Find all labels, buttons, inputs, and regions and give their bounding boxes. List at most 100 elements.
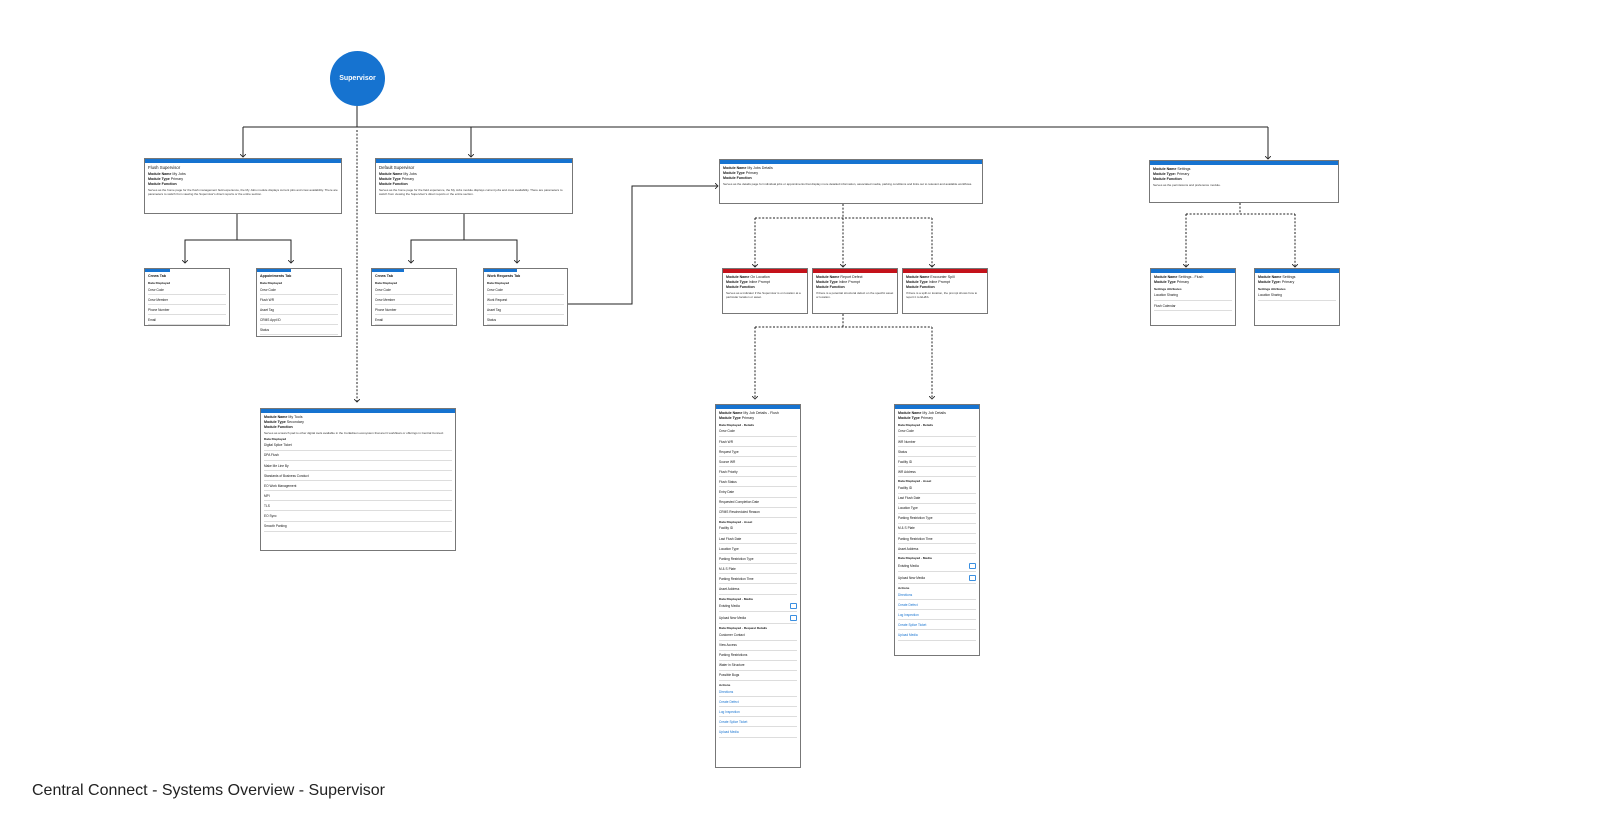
default-job-details-card[interactable]: Module Name My Job Details Module Type P… xyxy=(894,404,980,656)
settings-flush-card[interactable]: Module Name Settings - Flush Module Type… xyxy=(1150,268,1236,326)
card-header-bar xyxy=(372,269,404,272)
tab-title: Crews Tab xyxy=(375,274,393,278)
field-label: Module Function xyxy=(148,181,177,186)
list-item: Status xyxy=(487,315,564,325)
field-label: Module Name xyxy=(379,172,403,177)
module-name: Settings xyxy=(1177,167,1191,171)
card-header-bar xyxy=(376,159,572,163)
card-header-bar xyxy=(1255,269,1339,273)
action-link[interactable]: Create Defect xyxy=(719,697,797,708)
section-label: Data Displayed xyxy=(148,280,171,285)
list-item: Email xyxy=(148,315,226,325)
list-item: Location Type xyxy=(898,504,976,514)
list-item: Crew Code xyxy=(719,427,797,437)
module-type: Primary xyxy=(1176,171,1190,176)
module-type: Inline Prompt xyxy=(928,279,950,284)
on-location-card[interactable]: Module Name On Location Module Type Inli… xyxy=(722,268,808,314)
flush-job-details-card[interactable]: Module Name My Job Details - Flush Modul… xyxy=(715,404,801,768)
field-label: Module Type xyxy=(719,415,741,420)
section-label: Settings Attributes xyxy=(1258,286,1286,291)
section-label: Settings Attributes xyxy=(1154,286,1182,291)
module-function: Serves as the home page for the flush ma… xyxy=(148,187,338,196)
action-link[interactable]: Directions xyxy=(719,687,797,698)
field-label: Module Name xyxy=(264,415,288,419)
field-label: Module Function xyxy=(379,181,408,186)
field-label: Module Function xyxy=(816,284,845,289)
list-item: Phone Number xyxy=(148,305,226,316)
list-item: View Access xyxy=(719,641,797,651)
section-label: Data Displayed - Asset xyxy=(898,479,932,484)
field-label: Module Type xyxy=(148,177,170,182)
default-crews-tab-card[interactable]: Crews Tab Data Displayed Crew Code Crew … xyxy=(371,268,457,326)
action-link[interactable]: Directions xyxy=(898,590,976,601)
action-link[interactable]: Create Splice Ticket xyxy=(898,620,976,631)
list-item: Last Flush Date xyxy=(898,494,976,504)
card-title: Default Supervisor xyxy=(379,165,415,170)
section-label: Data Displayed - Asset xyxy=(719,519,753,524)
flush-crews-tab-card[interactable]: Crews Tab Data Displayed Crew Code Crew … xyxy=(144,268,230,326)
field-label: Module Name xyxy=(726,275,750,279)
encounter-spill-card[interactable]: Module Name Encounter Spill Module Type … xyxy=(902,268,988,314)
module-function: If there is a potential structural defec… xyxy=(816,290,894,299)
list-item: MPI xyxy=(264,491,452,502)
list-item: Upload New Media xyxy=(719,612,797,625)
list-item: Parking Restriction Time xyxy=(719,574,797,585)
module-type: Primary xyxy=(1281,279,1295,284)
default-supervisor-card[interactable]: Default Supervisor Module Name My Jobs M… xyxy=(375,158,573,214)
field-label: Module Name xyxy=(1258,275,1282,279)
module-function: If there is a spill on location, the pro… xyxy=(906,290,978,299)
list-item: Status xyxy=(898,447,976,458)
report-defect-card[interactable]: Module Name Report Defect Module Type In… xyxy=(812,268,898,314)
list-item: Parking Restrictions xyxy=(719,651,797,661)
job-details-card[interactable]: Module Name My Jobs Details Module Type … xyxy=(719,159,983,204)
field-label: Module Type: xyxy=(1153,171,1176,176)
list-item: Upload New Media xyxy=(898,572,976,584)
module-function: Serves as the permissions and preference… xyxy=(1153,182,1221,187)
module-type: Primary xyxy=(920,415,934,420)
module-name: My Job Details xyxy=(922,411,946,415)
section-label: Data Displayed - Request Details xyxy=(719,626,768,631)
list-item: EO Sync xyxy=(264,511,452,522)
list-item: Asset Tag xyxy=(260,305,338,316)
settings-default-card[interactable]: Module Name Settings Module Type: Primar… xyxy=(1254,268,1340,326)
field-label: Module Function xyxy=(906,284,935,289)
list-item: Parking Restriction Type xyxy=(898,514,976,524)
list-item: Crew Code xyxy=(260,285,338,296)
field-label: Module Type xyxy=(1154,279,1176,284)
action-link[interactable]: Create Defect xyxy=(898,600,976,611)
field-label: Module Type xyxy=(726,279,748,284)
action-link[interactable]: Log Inspection xyxy=(898,610,976,621)
list-item: Work Request xyxy=(487,295,564,306)
card-header-bar xyxy=(723,269,807,273)
list-item: Crew Code xyxy=(148,285,226,296)
list-item: Crew Code xyxy=(487,285,564,296)
list-item: Status xyxy=(260,325,338,336)
settings-card[interactable]: Module Name Settings Module Type: Primar… xyxy=(1149,160,1339,203)
list-item: Email xyxy=(375,315,453,325)
section-label: Actions xyxy=(719,682,731,687)
list-item: Customer Contact xyxy=(719,630,797,641)
action-link[interactable]: Create Splice Ticket xyxy=(719,717,797,728)
module-type: Primary xyxy=(170,177,184,182)
list-item: DPA Flush xyxy=(264,451,452,461)
list-item: Flush Status xyxy=(719,477,797,488)
supervisor-root-node[interactable]: Supervisor xyxy=(330,51,385,106)
flush-appointments-tab-card[interactable]: Appointments Tab Data Displayed Crew Cod… xyxy=(256,268,342,337)
field-label: Module Type: xyxy=(1258,279,1281,284)
work-requests-tab-card[interactable]: Work Requests Tab Data Displayed Crew Co… xyxy=(483,268,568,326)
list-item: EO Work Management xyxy=(264,481,452,492)
module-name: Report Defect xyxy=(840,275,863,279)
action-link[interactable]: Upload Media xyxy=(898,630,976,641)
list-item: Flush WR xyxy=(719,437,797,448)
action-link[interactable]: Log Inspection xyxy=(719,707,797,718)
list-item: CRMS Appt ID xyxy=(260,315,338,326)
my-tools-card[interactable]: Module Name My Tools Module Type Seconda… xyxy=(260,408,456,551)
list-item: M & S Plate xyxy=(898,524,976,534)
module-name: Settings - Flush xyxy=(1178,275,1204,279)
list-item: Phone Number xyxy=(375,305,453,316)
tab-title: Work Requests Tab xyxy=(487,274,521,278)
list-item: Asset Tag xyxy=(487,305,564,316)
media-icon xyxy=(969,574,976,581)
action-link[interactable]: Upload Media xyxy=(719,727,797,738)
flush-supervisor-card[interactable]: Flush Supervisor Module Name My Jobs Mod… xyxy=(144,158,342,214)
